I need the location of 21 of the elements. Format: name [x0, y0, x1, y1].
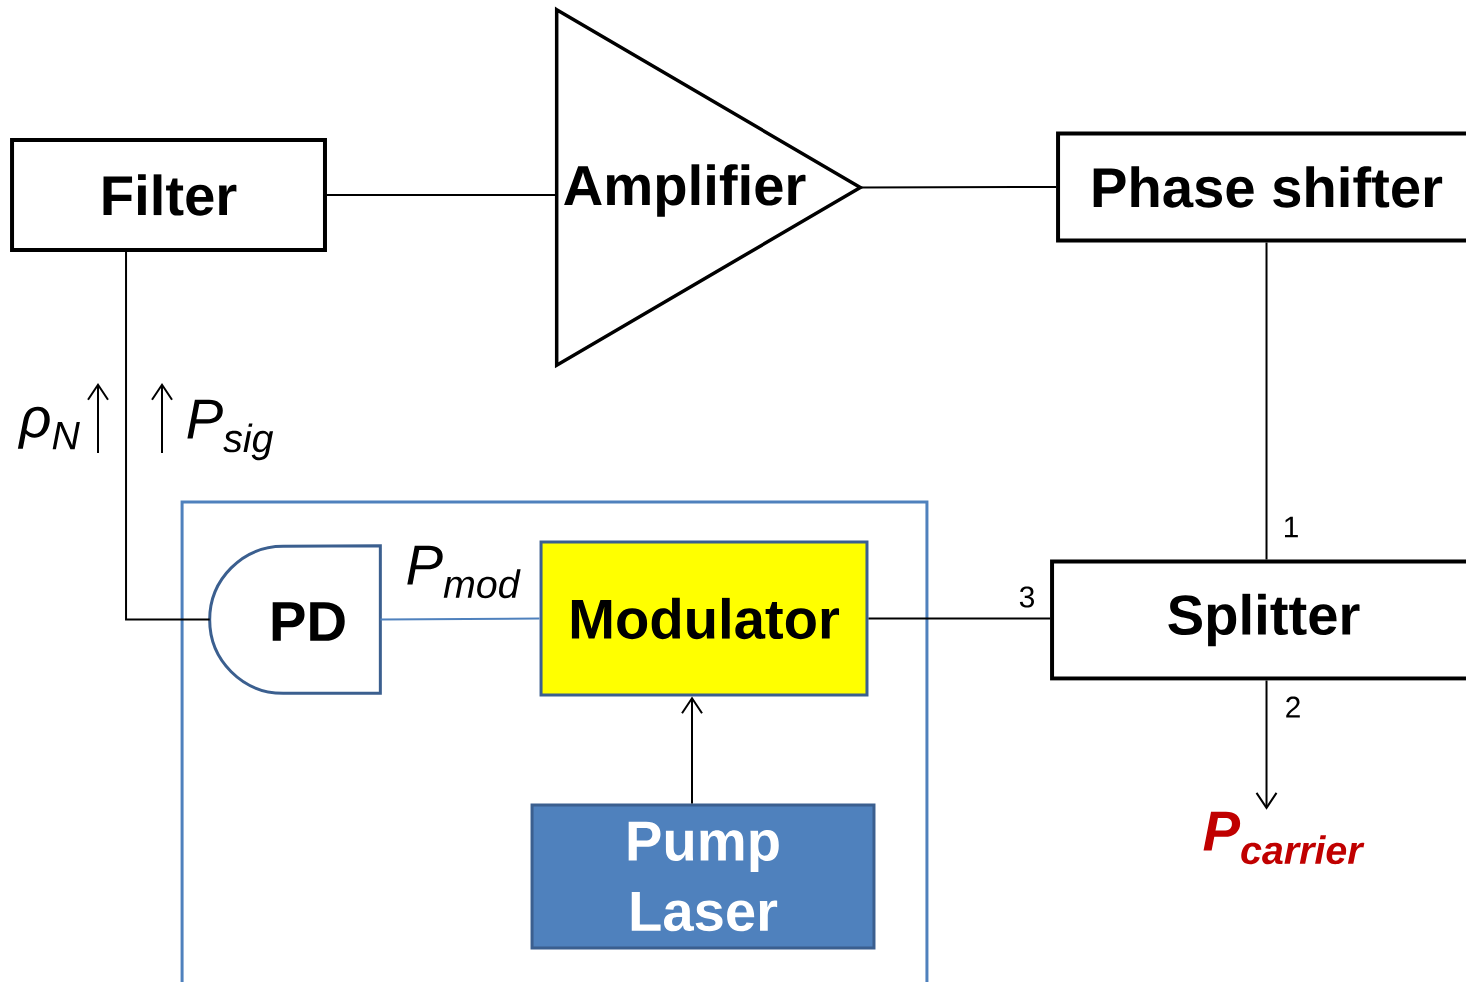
connector-line: [379, 617, 541, 621]
process-box: Filter: [10, 138, 327, 252]
connector-line: [859, 186, 1058, 189]
edge-label: P$_{mod}$: [403, 543, 523, 601]
process-box: Splitter: [1050, 559, 1466, 681]
output-label: P$_{carrier}$: [1203, 811, 1365, 865]
connector-line: [326, 194, 558, 196]
edge-label: 3: [1016, 584, 1038, 610]
process-box: Pump Laser: [530, 803, 876, 950]
signal-label: ρ$_{N}$: [17, 406, 80, 450]
process-box: Modulator: [539, 540, 869, 697]
edge-label: 2: [1282, 694, 1304, 720]
connector-line: [867, 617, 1052, 620]
process-box: Phase shifter: [1056, 131, 1466, 243]
signal-label: P$_{sig}$: [187, 399, 274, 461]
edge-label: 1: [1280, 514, 1302, 540]
group-frame: [180, 500, 929, 982]
connector-line: [681, 696, 703, 805]
connector-line: [1265, 241, 1268, 561]
connector-line: [125, 251, 211, 621]
connector-line: [1255, 679, 1278, 810]
